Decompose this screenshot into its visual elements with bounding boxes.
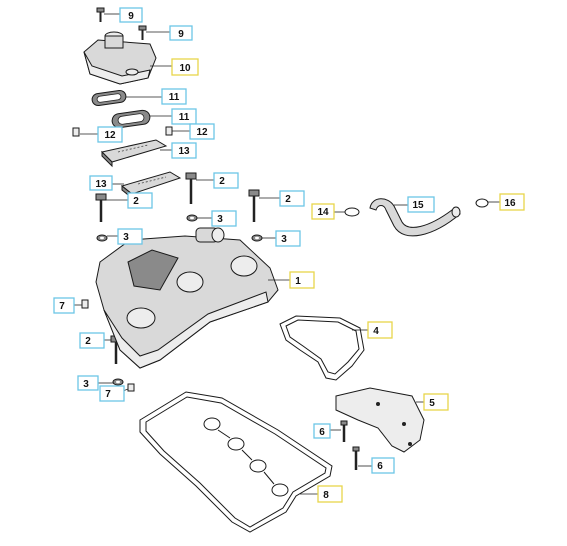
callout-label: 12 [196,127,208,138]
callout-label: 6 [377,461,383,472]
callout-2a: 2 [127,192,153,209]
callout-label: 11 [169,92,180,103]
callout-1: 1 [289,271,315,289]
part-stud-6a [340,420,348,442]
callout-9b: 9 [169,25,193,41]
part-gasket-8 [139,391,333,533]
part-gasket-4 [279,315,365,381]
callout-label: 3 [281,234,287,245]
callout-label: 14 [317,207,329,218]
callout-label: 11 [179,112,190,123]
callout-label: 15 [412,200,424,211]
callout-10: 10 [171,58,199,76]
callout-13b: 13 [89,175,113,191]
part-plate-5 [335,387,425,453]
callout-label: 6 [319,427,325,438]
part-washer-3d [112,378,124,386]
part-screw-9a [96,7,105,22]
part-washer-3b [186,214,198,222]
callout-15: 15 [407,196,435,213]
callout-5: 5 [423,393,449,411]
callout-label: 5 [429,398,435,409]
part-clip-14 [344,207,360,217]
callout-12b: 12 [189,123,215,140]
part-stud-6b [352,446,360,470]
callout-label: 10 [179,63,191,74]
callout-4: 4 [367,321,393,339]
callout-label: 2 [133,196,139,207]
callout-16: 16 [499,193,525,211]
part-baffle-13a [101,139,168,168]
callout-2c: 2 [279,190,305,207]
callout-6a: 6 [313,423,331,439]
callout-7b: 7 [99,385,125,402]
callout-6b: 6 [371,457,395,474]
callout-label: 16 [504,198,516,209]
callout-3a: 3 [117,228,143,245]
part-bolt-2c [248,189,260,222]
callout-label: 2 [285,194,291,205]
callout-label: 2 [219,176,225,187]
callout-2d: 2 [79,332,105,349]
part-clip-16 [475,198,489,208]
callout-12a: 12 [97,126,123,143]
callout-label: 4 [373,326,379,337]
part-valve-cover-1 [95,227,279,369]
part-gasket-11a [91,89,127,107]
callout-11a: 11 [161,88,187,105]
callout-2b: 2 [213,172,239,189]
callout-11b: 11 [171,108,197,125]
part-hose-15 [369,198,461,237]
part-nut-7a [81,299,89,309]
callout-14: 14 [311,203,335,220]
part-bolt-2b [185,172,197,204]
callout-label: 8 [323,490,329,501]
callout-label: 7 [59,301,65,312]
callout-label: 9 [178,29,184,40]
part-breather-cover-10 [83,31,157,85]
callout-3d: 3 [77,375,99,391]
callout-label: 7 [105,389,111,400]
part-washer-3c [251,234,263,242]
part-plug-12b [165,126,173,136]
callout-7a: 7 [53,297,75,314]
callout-label: 12 [104,130,116,141]
part-bolt-2a [95,193,107,222]
callout-label: 1 [295,276,301,287]
callout-label: 3 [83,379,89,390]
callout-label: 3 [217,214,223,225]
part-nut-7b [127,383,135,392]
callout-label: 2 [85,336,91,347]
part-screw-9b [138,25,147,40]
callout-label: 9 [128,11,134,22]
callout-3b: 3 [211,210,237,227]
part-washer-3a [96,234,108,242]
part-plug-12a [72,127,80,137]
part-gasket-11b [111,109,151,129]
leader-lines [70,13,500,495]
callout-label: 13 [178,146,190,157]
callout-13a: 13 [171,142,197,159]
callouts: 9 9 10 11 11 12 12 [53,7,525,503]
callout-label: 3 [123,232,129,243]
callout-label: 13 [95,179,107,190]
callout-9a: 9 [119,7,143,23]
callout-3c: 3 [275,230,301,247]
callout-8: 8 [317,485,343,503]
